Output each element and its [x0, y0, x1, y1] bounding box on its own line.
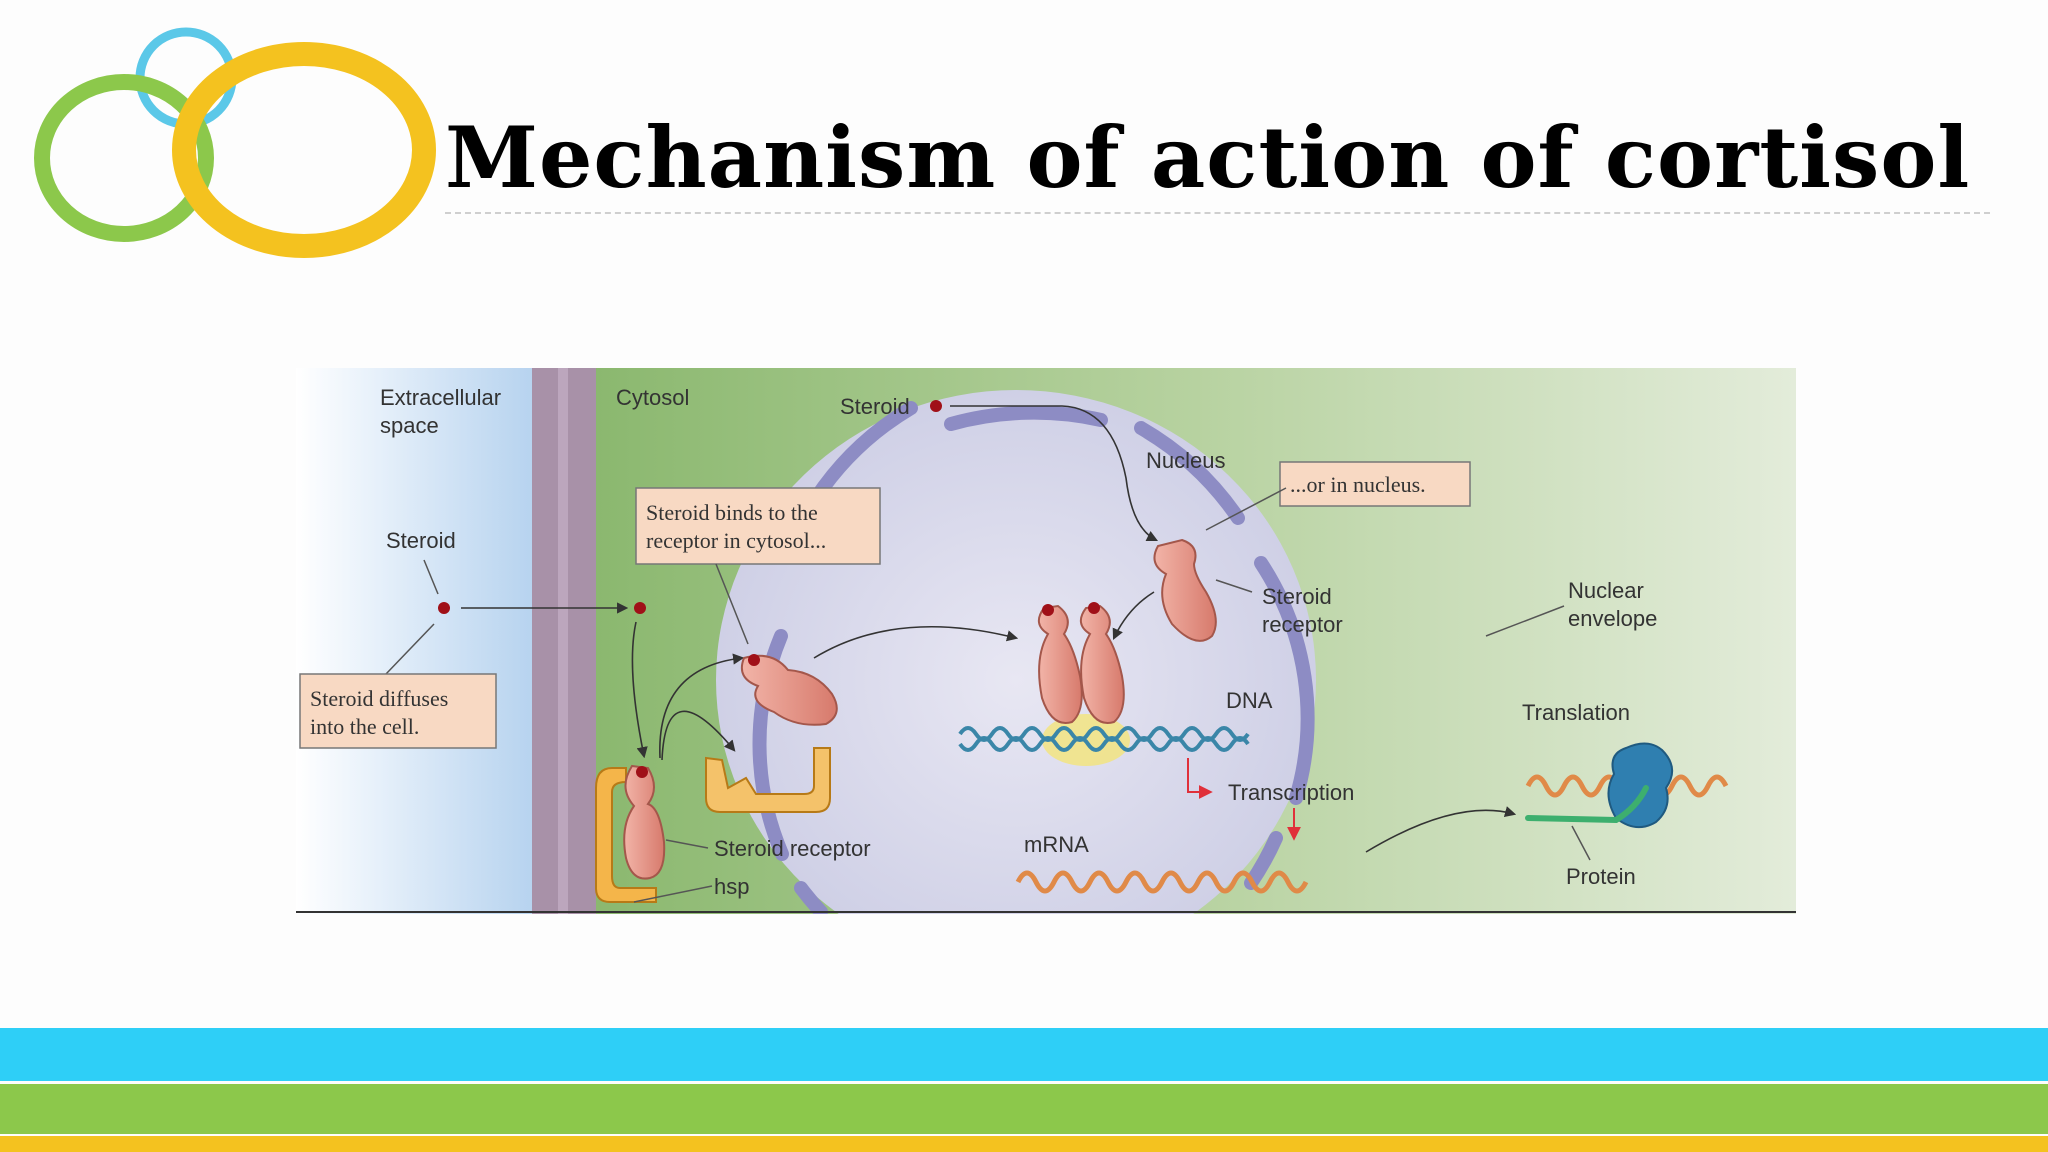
hsp-label: hsp: [714, 874, 749, 899]
dna-helix: [958, 726, 1250, 752]
logo-rings: [34, 27, 436, 258]
arrow-to-nucleus-receptor: [813, 626, 1019, 659]
cytosol-label: Cytosol: [616, 385, 689, 410]
diffuses-callout-box: [299, 673, 497, 749]
free-hsp-protein: [705, 747, 831, 813]
dna-bound-receptor-left: [1037, 604, 1083, 724]
dna-bound-steroid-left: [1042, 604, 1054, 616]
nuclear-receptor: [1153, 538, 1217, 642]
hsp-bound-receptor: [623, 764, 666, 880]
ribosome: [1607, 742, 1673, 829]
cytosol-bound-receptor: [740, 654, 838, 726]
arrow-nuclear-receptor-to-dna: [1112, 591, 1155, 641]
arrow-to-free-receptor: [661, 710, 736, 761]
steroid-extracellular-label: Steroid: [386, 528, 456, 553]
nuclear-envelope-pointer: [1485, 605, 1565, 637]
binds-cytosol-callout-box: [635, 487, 881, 565]
protein-pointer: [1571, 825, 1591, 861]
hsp-bound-steroid: [636, 766, 648, 778]
transcription-label: Transcription: [1228, 780, 1354, 805]
slide-title: Mechanism of action of cortisol: [445, 108, 1971, 207]
hsp-protein: [595, 767, 657, 903]
steroid-top-label: Steroid: [840, 394, 910, 419]
protein-label: Protein: [1566, 864, 1636, 889]
steroid-receptor-nucleus-pointer: [1215, 579, 1253, 593]
in-nucleus-callout-text: ...or in nucleus.: [1290, 472, 1426, 497]
title-divider: [445, 212, 1990, 214]
protein-chain: [1525, 785, 1649, 824]
nucleus-label: Nucleus: [1146, 448, 1225, 473]
mrna-export-arrow: [1365, 806, 1517, 853]
steroid-receptor-cytosol-label: Steroid receptor: [714, 836, 871, 861]
diffuses-callout-pointer: [385, 623, 435, 675]
steroid-extracellular-pointer: [423, 559, 439, 595]
steroid-molecule-extracellular: [438, 602, 450, 614]
translation-label: Translation: [1522, 700, 1630, 725]
arrow-steroid-to-nucleus: [950, 405, 1159, 542]
logo-yellow-ring: [172, 42, 436, 258]
cytosol-bound-steroid: [748, 654, 760, 666]
arrow-to-bound-receptor: [659, 653, 745, 759]
footer-band-yellow: [0, 1136, 2048, 1152]
mrna-strand: [1015, 870, 1309, 894]
membrane-inner-stripe: [558, 368, 568, 914]
steroid-receptor-cytosol-pointer: [665, 839, 709, 849]
footer-band-blue: [0, 1028, 2048, 1081]
hsp-pointer: [633, 885, 713, 903]
dna-label: DNA: [1226, 688, 1273, 713]
transcription-arrow: [1187, 758, 1213, 799]
steroid-molecule-top: [930, 400, 942, 412]
mrna-label: mRNA: [1024, 832, 1089, 857]
nuclear-envelope: [752, 401, 1315, 914]
in-nucleus-callout-box: [1279, 461, 1471, 507]
dna-bound-receptor-right: [1079, 604, 1125, 724]
in-nucleus-pointer: [1205, 487, 1287, 531]
logo-green-ring: [34, 74, 214, 242]
steroid-molecule-cytosol: [634, 602, 646, 614]
extracellular-space-region: [296, 368, 532, 914]
arrow-to-hsp-complex: [631, 621, 648, 759]
dna-bound-steroid-right: [1088, 602, 1100, 614]
footer-band-green: [0, 1084, 2048, 1134]
binds-cytosol-pointer: [715, 563, 749, 645]
